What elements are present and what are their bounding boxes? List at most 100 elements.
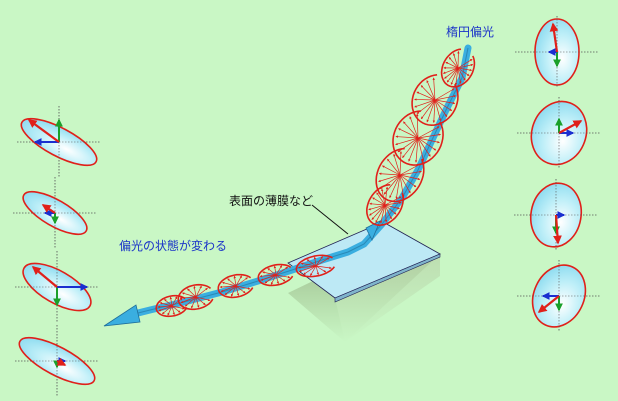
resultant-vector [27, 119, 60, 143]
field-vector [222, 281, 237, 287]
field-vector [275, 274, 280, 285]
helix-curve [257, 263, 294, 287]
field-vector [259, 274, 277, 278]
field-vector [389, 174, 401, 199]
field-vector [384, 201, 402, 206]
field-vector [315, 265, 332, 270]
field-vector [457, 67, 470, 76]
field-vector [235, 277, 248, 287]
field-vector [264, 274, 277, 284]
resultant-vector [56, 357, 67, 366]
field-vector [310, 265, 317, 276]
helix-loop [366, 183, 404, 226]
field-vector [169, 296, 173, 307]
field-vector [376, 192, 386, 206]
resultant-vector [41, 204, 56, 214]
helix-loop [392, 110, 444, 166]
helix-loop [295, 254, 335, 278]
polarization-ellipse [13, 177, 97, 249]
polarization-ellipse [517, 260, 601, 332]
field-vector [384, 186, 389, 206]
field-vector [193, 285, 197, 298]
field-vector [417, 126, 440, 139]
field-vector [414, 99, 436, 108]
reflected-helix [155, 254, 335, 318]
field-vector [420, 99, 436, 120]
field-vector [167, 305, 173, 316]
resultant-vector [553, 214, 562, 245]
incident-ellipse-column [514, 16, 601, 332]
helix-loop [411, 74, 459, 126]
beam-arrowhead [103, 304, 141, 327]
field-vector [448, 57, 459, 69]
surface-thin-film-label: 表面の薄膜など [229, 194, 314, 208]
helix-curve [155, 294, 188, 318]
field-vector [303, 265, 317, 275]
field-vector [369, 204, 386, 216]
helix-curve [295, 254, 335, 278]
field-vector [426, 99, 436, 123]
field-vector [457, 63, 474, 69]
helix-loop [257, 263, 294, 287]
beam-incident-arrowhead [365, 220, 381, 241]
field-vector [434, 99, 442, 122]
field-vector [384, 204, 400, 210]
field-vector [372, 197, 386, 206]
field-vector [399, 174, 421, 181]
reflected-ellipse-column [13, 106, 101, 397]
field-vector [235, 275, 242, 287]
field-vector [371, 204, 386, 220]
helix-curve [217, 273, 254, 299]
field-vector [417, 133, 441, 139]
field-vector [378, 174, 401, 183]
helix-curve [366, 183, 404, 226]
field-vector [298, 265, 317, 273]
field-vector [180, 296, 197, 304]
field-vector [446, 67, 459, 83]
field-vector [315, 256, 323, 267]
field-vector [171, 305, 175, 316]
field-vector [402, 137, 419, 158]
field-vector [220, 285, 237, 292]
field-vector [379, 204, 386, 224]
field-vector [434, 88, 455, 101]
thin-film-block [287, 221, 441, 342]
field-vector [398, 128, 419, 139]
field-vector [233, 275, 237, 287]
field-vector [171, 296, 178, 307]
helix-curve [392, 110, 444, 166]
thin-film-leader-line [311, 204, 349, 235]
field-vector [395, 174, 401, 200]
field-vector [384, 204, 392, 220]
field-vector [157, 305, 173, 309]
resultant-vector [537, 295, 560, 313]
field-vector [417, 137, 425, 162]
field-vector [395, 135, 419, 139]
field-vector [275, 266, 289, 276]
polarization-ellipse [15, 251, 99, 323]
field-vector [432, 99, 436, 123]
field-vector [219, 285, 237, 289]
helix-curve [411, 74, 459, 126]
field-vector [399, 174, 411, 194]
field-vector [313, 256, 317, 267]
field-vector [387, 158, 401, 176]
field-vector [403, 121, 419, 139]
field-vector [457, 67, 462, 84]
field-vector [195, 296, 211, 302]
field-vector [434, 99, 456, 105]
field-vector [408, 137, 419, 162]
field-vector [384, 204, 397, 215]
field-vector [235, 285, 240, 296]
field-vector [434, 99, 448, 117]
light-beam [103, 44, 472, 327]
field-vector [434, 95, 457, 101]
field-vector [184, 296, 197, 307]
helix-curve [375, 147, 425, 203]
field-vector [416, 113, 419, 139]
field-vector [399, 151, 403, 176]
field-vector [300, 262, 317, 267]
field-vector [450, 67, 459, 85]
field-vector [426, 80, 436, 101]
field-vector [417, 137, 437, 151]
